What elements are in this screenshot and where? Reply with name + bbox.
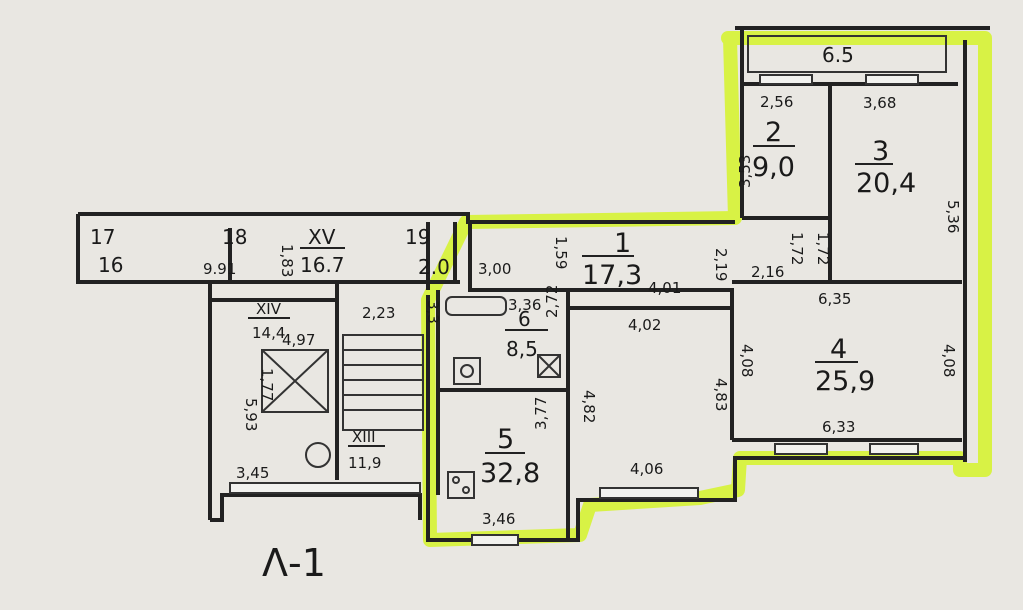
window-room4-left <box>774 443 828 455</box>
room-6-area: 8,5 <box>506 337 538 361</box>
common-xiii-number: XIII <box>352 428 376 446</box>
dim-2-23: 2,23 <box>362 304 395 322</box>
stairwell <box>342 334 424 431</box>
dim-4-08-left: 4,08 <box>738 344 756 377</box>
room-4-number: 4 <box>830 334 847 365</box>
exterior-walls <box>76 26 990 542</box>
room-1-area: 17,3 <box>582 260 642 291</box>
dim-4-08-right: 4,08 <box>940 344 958 377</box>
dim-5-93: 5,93 <box>242 398 260 431</box>
dim-3-68: 3,68 <box>863 94 896 112</box>
room-5-number: 5 <box>497 424 514 455</box>
room-1-number: 1 <box>614 228 631 259</box>
dim-6-33: 6,33 <box>822 418 855 436</box>
corridor-19-value: 2.0 <box>418 255 450 279</box>
corridor-19-number: 19 <box>405 225 430 249</box>
dim-6-35: 6,35 <box>818 290 851 308</box>
room-6-number: 6 <box>518 307 531 331</box>
dim-3-46: 3,46 <box>482 510 515 528</box>
dim-1-72-left: 1,72 <box>788 232 806 265</box>
dim-4-02: 4,02 <box>628 316 661 334</box>
elevator-shaft <box>261 349 331 468</box>
room-3-number: 3 <box>872 136 889 167</box>
dim-2-72: 2,72 <box>543 285 561 318</box>
window-stair <box>229 482 421 494</box>
dim-2-19: 2,19 <box>712 248 730 281</box>
dim-1-72-right: 1,72 <box>814 232 832 265</box>
ventilation <box>537 354 561 378</box>
room-5-area: 32,8 <box>480 458 540 489</box>
dim-4-97: 4,97 <box>282 331 315 349</box>
dim-1-59: 1,59 <box>552 236 570 269</box>
common-xiii-area: 11,9 <box>348 454 381 472</box>
room-2-area: 9,0 <box>752 152 795 183</box>
window-room4-right <box>869 443 919 455</box>
dim-4-82: 4,82 <box>580 390 598 423</box>
room-2-number: 2 <box>765 117 782 148</box>
common-xiv-number: XIV <box>256 300 282 318</box>
dim-3-00: 3,00 <box>478 260 511 278</box>
balcony-area: 6.5 <box>822 43 854 67</box>
dim-3-77: 3,77 <box>532 397 550 430</box>
dim-2-56: 2,56 <box>760 93 793 111</box>
common-xv-area: 16.7 <box>300 253 345 277</box>
corridor-17-value: 16 <box>98 253 123 277</box>
stove <box>447 471 475 499</box>
dim-3-36: 3,36 <box>508 296 541 314</box>
room-4-area: 25,9 <box>815 366 875 397</box>
dim-5-36: 5,36 <box>944 200 962 233</box>
dim-4-01: 4,01 <box>648 279 681 297</box>
plan-title: Λ-1 <box>262 541 326 585</box>
corridor-18-number: 18 <box>222 225 247 249</box>
corridor-17-number: 17 <box>90 225 115 249</box>
common-xiv-area: 14,4 <box>252 324 285 342</box>
sink <box>453 357 481 385</box>
window-balcony-left <box>759 74 813 85</box>
dim-3-53: 3,53 <box>736 155 754 188</box>
window-room1 <box>599 487 699 499</box>
dim-1-83: 1,83 <box>278 244 296 277</box>
bathtub <box>445 296 507 316</box>
dim-2-16: 2,16 <box>751 263 784 281</box>
dim-1-77: 1,77 <box>258 368 276 401</box>
common-xv-number: XV <box>308 225 336 249</box>
window-kitchen <box>471 534 519 546</box>
dim-4-83: 4,83 <box>712 378 730 411</box>
corridor-18-value: 9.91 <box>203 260 236 278</box>
window-balcony-right <box>865 74 919 85</box>
dim-3-3: 3,3 <box>424 300 442 324</box>
room-3-area: 20,4 <box>856 168 916 199</box>
interior-walls <box>210 84 962 540</box>
dim-3-45: 3,45 <box>236 464 269 482</box>
balcony-outline <box>747 35 947 73</box>
dim-4-06: 4,06 <box>630 460 663 478</box>
